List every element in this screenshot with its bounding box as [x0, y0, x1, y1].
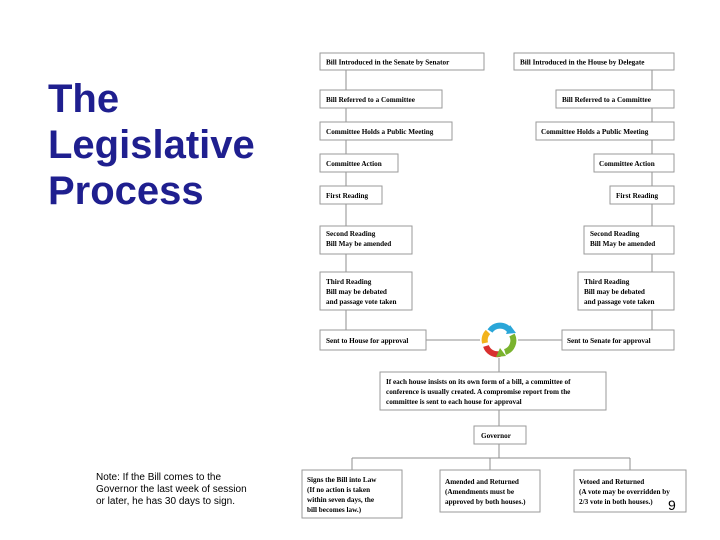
amended-returned-box: Amended and Returned (Amendments must be… — [439, 469, 541, 513]
house-referred-box: Bill Referred to a Committee — [555, 89, 675, 109]
svg-text:Committee Action: Committee Action — [599, 160, 655, 168]
svg-text:Bill May be amended: Bill May be amended — [590, 240, 655, 248]
svg-text:Third Reading: Third Reading — [326, 278, 372, 286]
house-sent-box: Sent to Senate for approval — [561, 329, 675, 351]
svg-text:2/3 vote in both houses.): 2/3 vote in both houses.) — [579, 498, 653, 506]
slide-title: The Legislative Process — [48, 76, 288, 214]
svg-text:Bill may be debated: Bill may be debated — [584, 288, 645, 296]
house-hearing-box: Committee Holds a Public Meeting — [535, 121, 675, 141]
svg-text:bill becomes law.): bill becomes law.) — [307, 506, 362, 514]
sign-into-law-box: Signs the Bill into Law (If no action is… — [301, 469, 403, 519]
svg-text:approved by both houses.): approved by both houses.) — [445, 498, 526, 506]
svg-text:and passage vote taken: and passage vote taken — [584, 298, 655, 306]
governor-box: Governor — [473, 425, 527, 445]
cycle-arrows-icon — [481, 322, 517, 358]
senate-introduced-box: Bill Introduced in the Senate by Senator — [319, 52, 485, 71]
senate-committee-action-box: Committee Action — [319, 153, 399, 173]
senate-first-reading-box: First Reading — [319, 185, 383, 205]
svg-text:(A vote may be overridden by: (A vote may be overridden by — [579, 488, 670, 496]
title-line-3: Process — [48, 169, 204, 213]
senate-sent-box: Sent to House for approval — [319, 329, 427, 351]
svg-text:within seven days, the: within seven days, the — [307, 496, 374, 504]
svg-text:If each house insists on its o: If each house insists on its own form of… — [386, 378, 571, 386]
senate-hearing-box: Committee Holds a Public Meeting — [319, 121, 453, 141]
title-line-2: Legislative — [48, 123, 255, 167]
governor-note: Note: If the Bill comes to the Governor … — [96, 472, 247, 507]
svg-text:Bill Referred to a Committee: Bill Referred to a Committee — [562, 96, 651, 104]
svg-text:(Amendments must be: (Amendments must be — [445, 488, 514, 496]
svg-text:Bill may be debated: Bill may be debated — [326, 288, 387, 296]
svg-text:Governor: Governor — [481, 432, 512, 440]
page-number: 9 — [668, 497, 676, 513]
svg-text:Bill Introduced in the House b: Bill Introduced in the House by Delegate — [520, 59, 644, 67]
svg-text:Sent to Senate for approval: Sent to Senate for approval — [567, 337, 651, 345]
house-first-reading-box: First Reading — [609, 185, 675, 205]
svg-text:Third Reading: Third Reading — [584, 278, 630, 286]
svg-text:Sent to House for approval: Sent to House for approval — [326, 337, 408, 345]
center-connectors — [351, 339, 631, 470]
svg-text:First Reading: First Reading — [326, 192, 369, 200]
svg-text:Second Reading: Second Reading — [326, 230, 376, 238]
house-introduced-box: Bill Introduced in the House by Delegate — [513, 52, 675, 71]
svg-text:Second Reading: Second Reading — [590, 230, 640, 238]
svg-text:Committee Holds a Public Meeti: Committee Holds a Public Meeting — [326, 128, 434, 136]
conference-committee-box: If each house insists on its own form of… — [379, 371, 607, 411]
svg-text:and passage vote taken: and passage vote taken — [326, 298, 397, 306]
senate-second-reading-box: Second Reading Bill May be amended — [319, 225, 413, 255]
senate-third-reading-box: Third Reading Bill may be debated and pa… — [319, 271, 413, 311]
house-third-reading-box: Third Reading Bill may be debated and pa… — [577, 271, 675, 311]
svg-text:Bill May be amended: Bill May be amended — [326, 240, 391, 248]
svg-text:First Reading: First Reading — [616, 192, 659, 200]
svg-text:Vetoed and Returned: Vetoed and Returned — [579, 478, 644, 486]
svg-text:conference is usually created.: conference is usually created. A comprom… — [386, 388, 570, 396]
svg-text:Amended and Returned: Amended and Returned — [445, 478, 519, 486]
svg-text:committee is sent to each hous: committee is sent to each house for appr… — [386, 398, 522, 406]
svg-text:Committee Action: Committee Action — [326, 160, 382, 168]
svg-text:(If no action is taken: (If no action is taken — [307, 486, 370, 494]
house-committee-action-box: Committee Action — [593, 153, 675, 173]
vetoed-returned-box: Vetoed and Returned (A vote may be overr… — [573, 469, 687, 513]
house-second-reading-box: Second Reading Bill May be amended — [583, 225, 675, 255]
svg-text:Bill Introduced in the Senate: Bill Introduced in the Senate by Senator — [326, 59, 450, 67]
svg-text:Committee Holds a Public Meeti: Committee Holds a Public Meeting — [541, 128, 649, 136]
senate-referred-box: Bill Referred to a Committee — [319, 89, 443, 109]
title-line-1: The — [48, 77, 120, 121]
svg-text:Bill Referred to a Committee: Bill Referred to a Committee — [326, 96, 415, 104]
svg-text:Signs the Bill into Law: Signs the Bill into Law — [307, 476, 377, 484]
